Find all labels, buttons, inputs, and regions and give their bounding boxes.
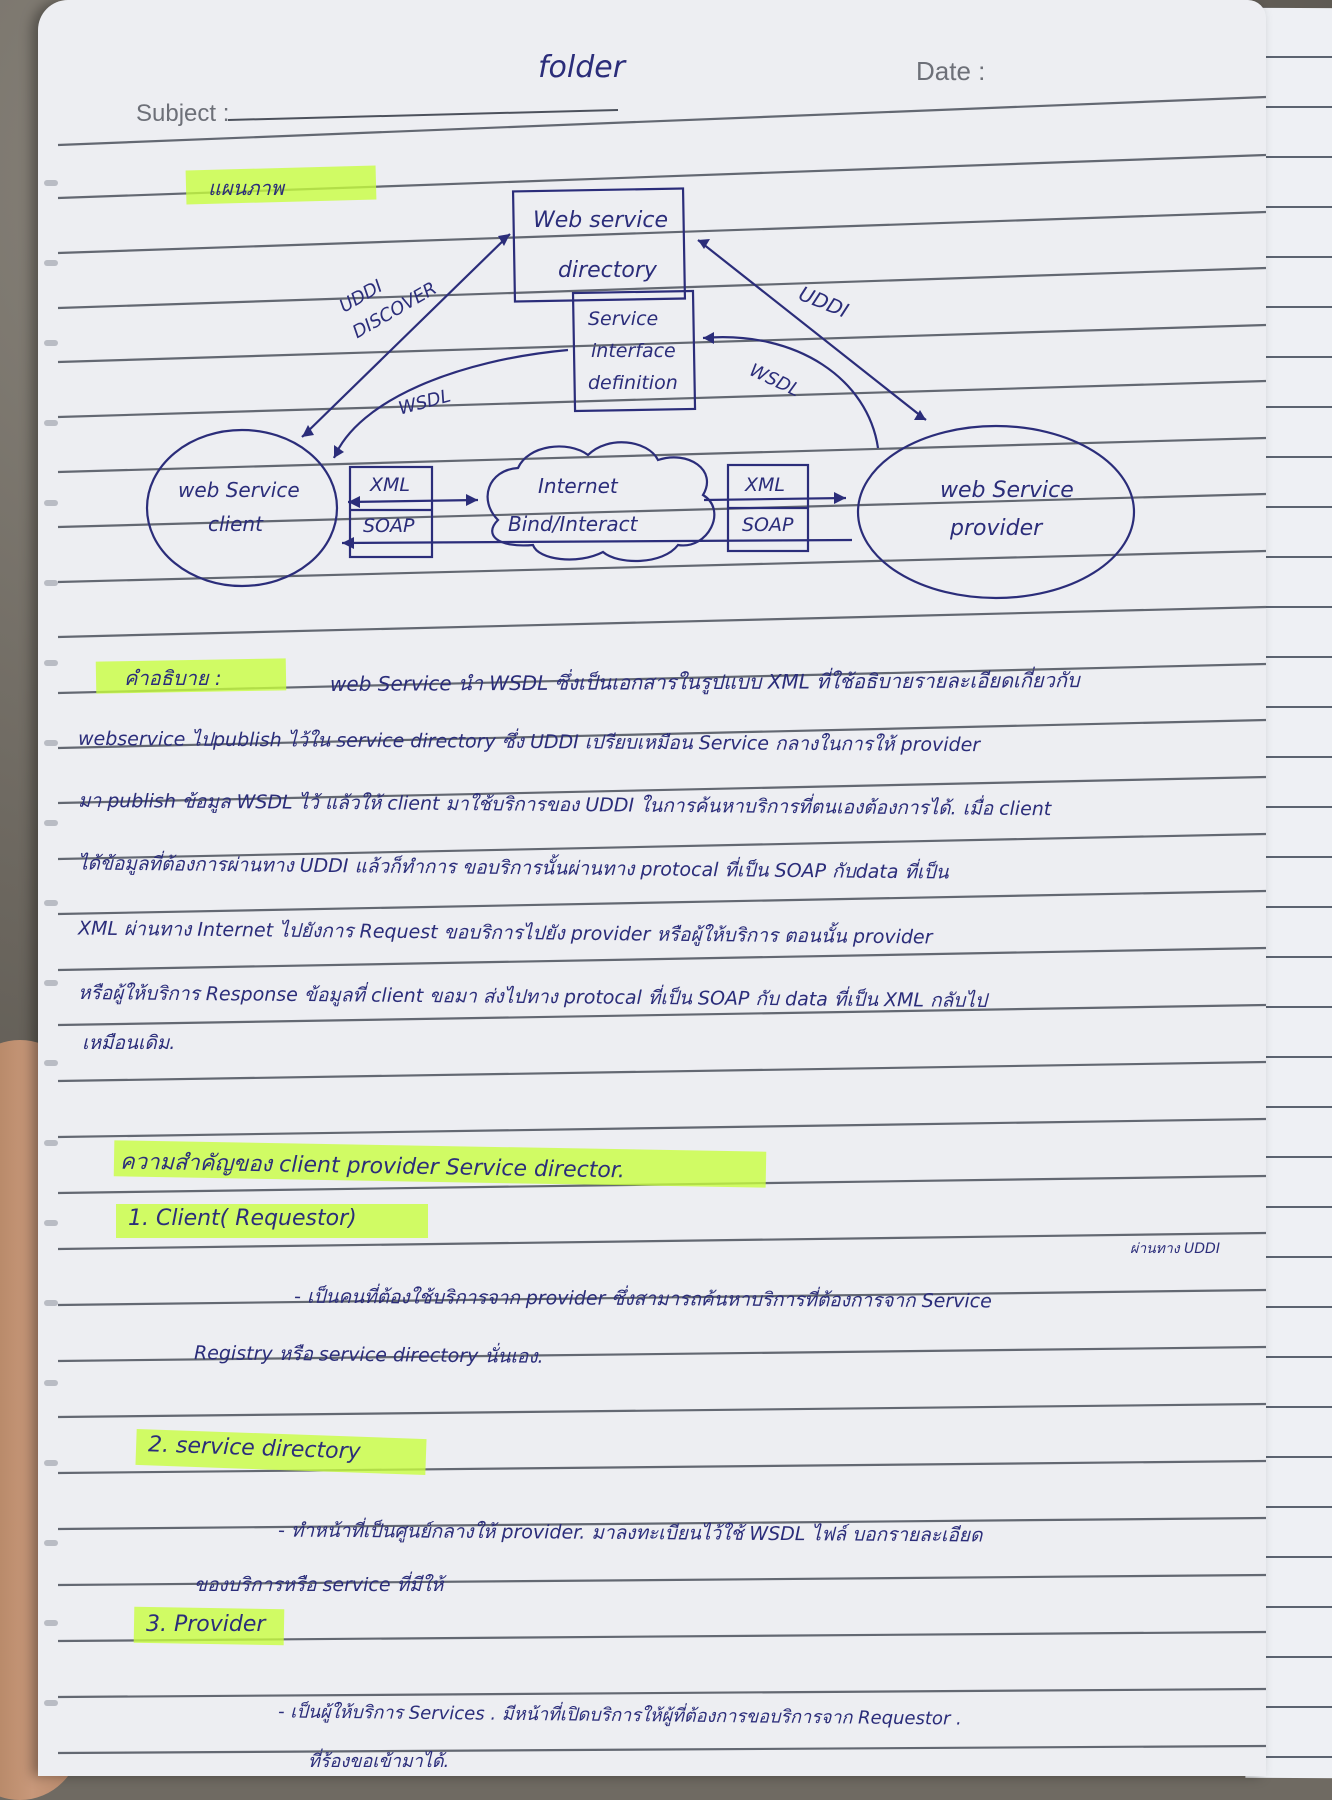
notebook-page: folder Subject : Date : แผนภาพ (38, 0, 1266, 1776)
role-body-line: ที่ร้องขอเข้ามาได้. (308, 1751, 450, 1772)
binding-hole (44, 660, 58, 666)
explanation-label: คำอธิบาย : (124, 666, 222, 690)
interface-label-3: definition (588, 372, 678, 394)
directory-label-2: directory (558, 258, 657, 283)
cloud-label-1: Internet (538, 474, 618, 498)
directory-box (511, 187, 687, 303)
subject-label: Subject : (136, 100, 230, 127)
explanation-line: web Service นำ WSDL ซึ่งเป็นเอกสารในรูปแ… (329, 668, 1080, 696)
xml-soap-box-left (348, 465, 434, 559)
client-label-1: web Service (178, 478, 300, 502)
explanation-line: webservice ไปpublish ไว้ใน service direc… (77, 727, 981, 757)
directory-label-1: Web service (533, 208, 669, 233)
soap-label-right: SOAP (742, 514, 794, 536)
binding-hole (44, 1540, 58, 1546)
binding-hole (44, 1220, 58, 1226)
client-bubble (145, 428, 339, 588)
cloud-label-2: Bind/Interact (508, 512, 638, 536)
xml-label-left: XML (370, 474, 410, 496)
binding-hole (44, 980, 58, 986)
provider-label-1: web Service (940, 478, 1074, 503)
binding-hole (44, 900, 58, 906)
role-body-line: - เป็นคนที่ต้องใช้บริการจาก provider ซึ่… (293, 1285, 992, 1313)
binding-hole (44, 1060, 58, 1066)
section-title: แผนภาพ (208, 176, 284, 200)
role-body-line: Registry หรือ service directory นั่นเอง. (193, 1342, 544, 1368)
xml-label-right: XML (745, 474, 785, 496)
binding-hole (44, 340, 58, 346)
role-note: ผ่านทาง UDDI (1130, 1241, 1220, 1257)
ruled-lines (57, 95, 1266, 1755)
explanation-line: เหมือนเดิม. (82, 1032, 176, 1054)
internet-cloud (486, 441, 716, 563)
binding-hole (44, 1140, 58, 1146)
provider-label-2: provider (950, 516, 1043, 541)
role-heading-provider: 3. Provider (146, 1612, 266, 1637)
binding-hole (44, 420, 58, 426)
binding-hole (44, 820, 58, 826)
interface-label-1: Service (588, 308, 659, 330)
soap-label-left: SOAP (363, 515, 415, 537)
client-label-2: client (208, 512, 263, 536)
highlight (116, 1204, 428, 1238)
date-label: Date : (916, 56, 986, 86)
binding-hole (44, 1300, 58, 1306)
binding-hole (44, 260, 58, 266)
role-body-line: - ทำหน้าที่เป็นศูนย์กลางให้ provider. มา… (277, 1519, 983, 1547)
role-body-line: ของบริการหรือ service ที่มีให้ (194, 1574, 444, 1596)
binding-hole (44, 1460, 58, 1466)
folder-heading: folder (538, 50, 626, 85)
binding-hole (44, 580, 58, 586)
binding-hole (44, 1620, 58, 1626)
interface-box (571, 289, 697, 413)
binding-hole (44, 180, 58, 186)
binding-hole (44, 1700, 58, 1706)
binding-hole (44, 740, 58, 746)
provider-bubble (856, 424, 1136, 600)
role-heading-client: 1. Client( Requestor) (128, 1206, 357, 1231)
binding-hole (44, 500, 58, 506)
web-service-diagram (145, 187, 1136, 600)
binding-hole (44, 1380, 58, 1386)
interface-label-2: interface (591, 340, 676, 362)
